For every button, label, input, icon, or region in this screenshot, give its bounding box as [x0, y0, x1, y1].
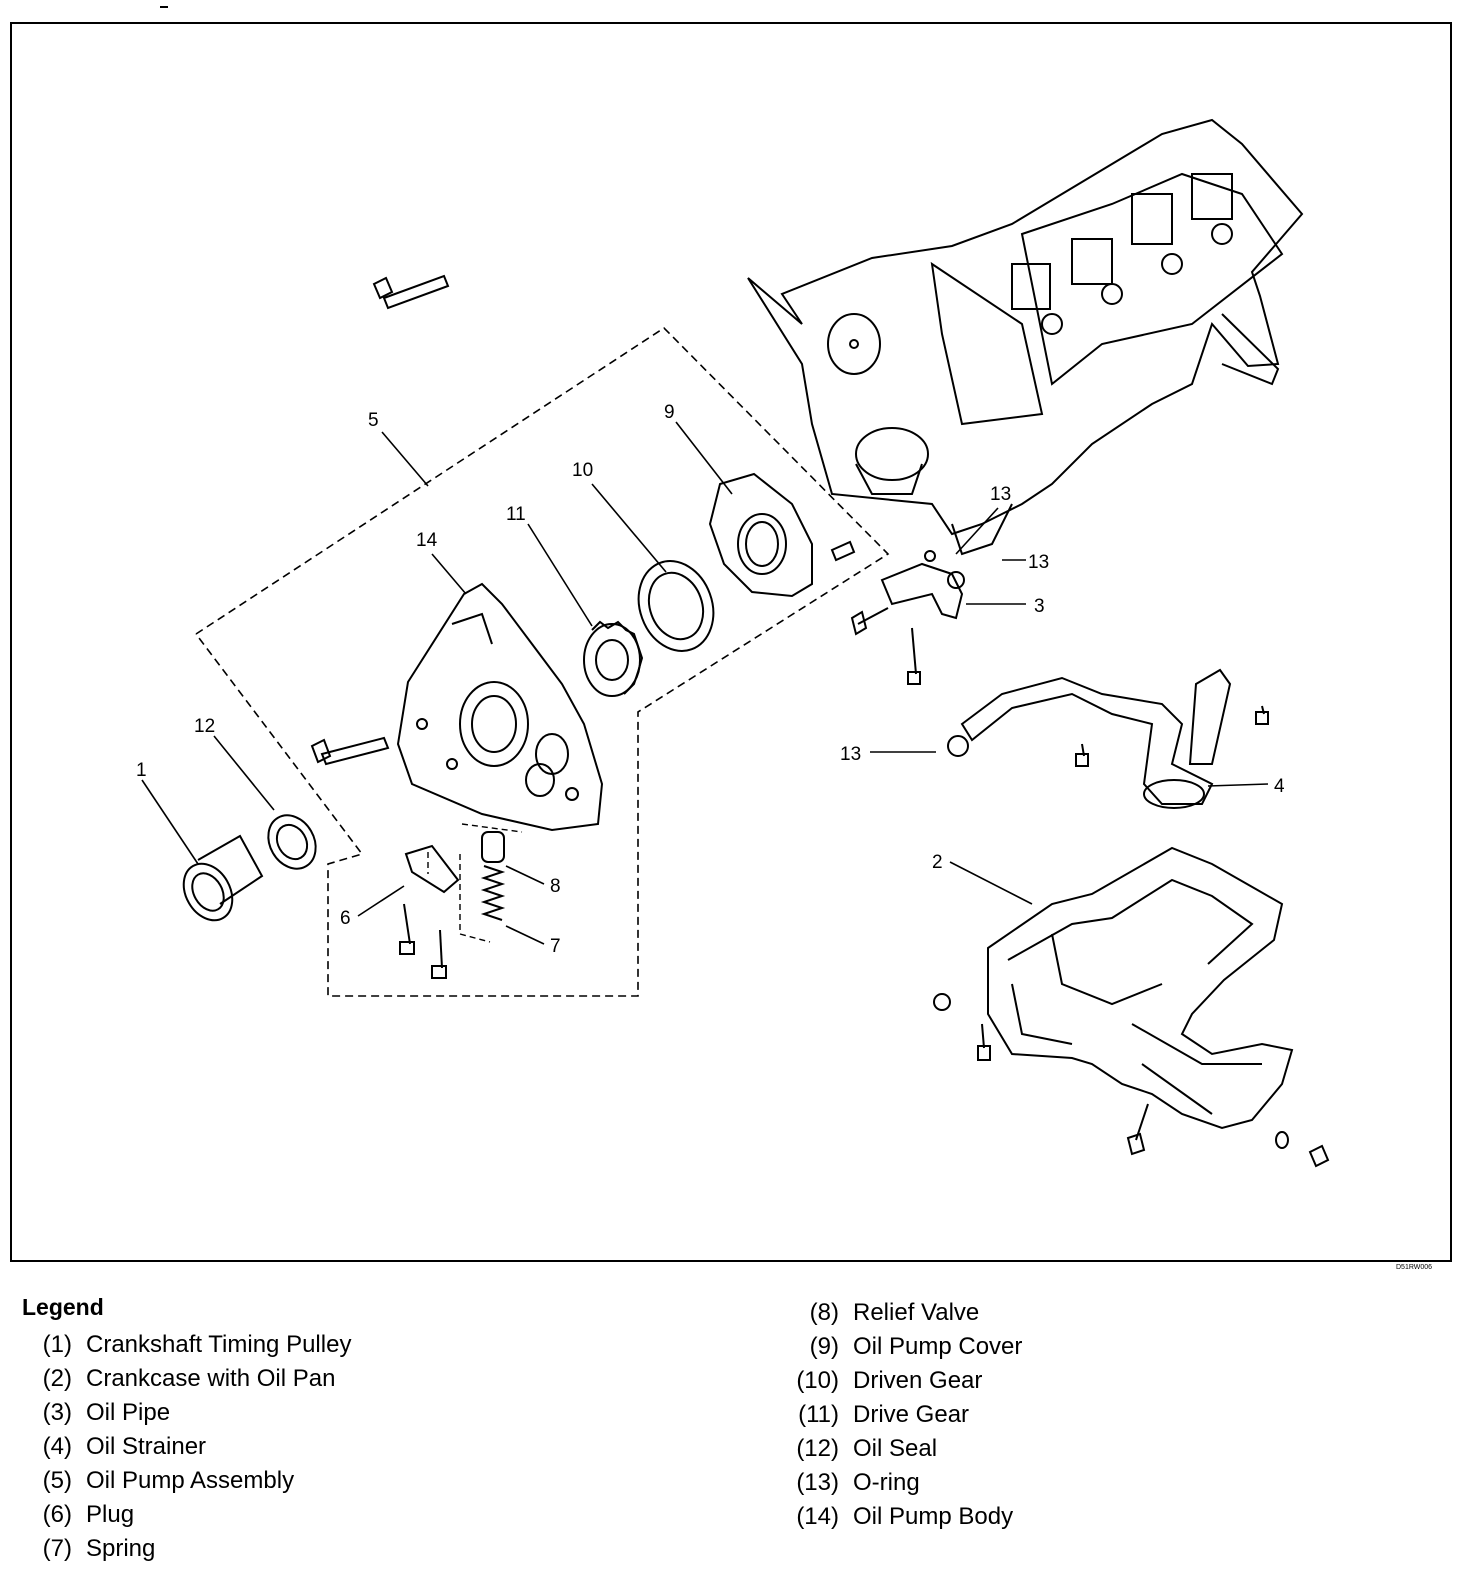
callout-labels: 1 12 5 14 11 10 9 13 13 3 13 4 2 8 7 6	[136, 402, 1285, 957]
legend-number: (1)	[42, 1331, 72, 1358]
legend-number: (8)	[809, 1299, 839, 1326]
legend-label: Driven Gear	[853, 1367, 983, 1394]
legend-label: Oil Pump Cover	[853, 1333, 1023, 1360]
legend-number: (5)	[42, 1467, 72, 1494]
legend-number: (4)	[42, 1433, 72, 1460]
legend-label: Oil Pump Assembly	[86, 1467, 295, 1494]
callout-12: 12	[194, 716, 215, 737]
relief-valve	[481, 831, 505, 863]
callout-3: 3	[1034, 596, 1045, 617]
legend-number: (2)	[42, 1365, 72, 1392]
legend-label: Plug	[86, 1501, 135, 1528]
exploded-view-diagram: 1 12 5 14 11 10 9 13 13 3 13 4 2 8 7 6	[10, 22, 1452, 1262]
legend-label: Relief Valve	[853, 1299, 980, 1326]
callout-6: 6	[340, 908, 351, 929]
oil-pump-cover	[708, 472, 813, 598]
legend-item: (12) Oil Seal	[785, 1432, 1022, 1466]
oil-strainer	[947, 668, 1269, 809]
legend-item: (14) Oil Pump Body	[785, 1500, 1022, 1534]
legend-number: (9)	[809, 1333, 839, 1360]
legend-item: (5) Oil Pump Assembly	[30, 1464, 351, 1498]
legend-label: O-ring	[853, 1469, 920, 1496]
top-mark	[160, 6, 168, 8]
legend-label: Crankcase with Oil Pan	[86, 1365, 336, 1392]
legend-number: (7)	[42, 1535, 72, 1562]
callout-9: 9	[664, 402, 675, 423]
legend-number: (11)	[798, 1401, 839, 1428]
assembly-boundary	[195, 326, 890, 997]
legend-item: (13) O-ring	[785, 1466, 1022, 1500]
legend-column-right: (8) Relief Valve (9) Oil Pump Cover (10) Dr…	[785, 1296, 1022, 1534]
legend-item: (8) Relief Valve	[785, 1296, 1022, 1330]
legend-label: Oil Pump Body	[853, 1503, 1014, 1530]
callout-14: 14	[416, 530, 438, 551]
legend-item: (9) Oil Pump Cover	[785, 1330, 1023, 1364]
legend-label: Drive Gear	[853, 1401, 970, 1428]
pump-bolts	[310, 274, 450, 766]
callout-7: 7	[550, 936, 561, 957]
legend-number: (13)	[796, 1469, 839, 1496]
oil-seal	[267, 814, 317, 870]
callout-2: 2	[932, 852, 943, 873]
legend-label: Oil Strainer	[86, 1433, 207, 1460]
callout-13-left: 13	[840, 744, 861, 765]
legend-label: Oil Pipe	[86, 1399, 171, 1426]
drive-gear	[583, 620, 644, 697]
legend-item: (4) Oil Strainer	[30, 1430, 351, 1464]
callout-1: 1	[136, 760, 147, 781]
callout-4: 4	[1274, 776, 1285, 797]
figure-code: D51RW006	[1396, 1264, 1433, 1271]
legend-item: (10) Driven Gear	[785, 1364, 1022, 1398]
cover-bolt	[830, 540, 856, 562]
legend-number: (12)	[796, 1435, 839, 1462]
legend-item: (6) Plug	[30, 1498, 351, 1532]
legend-item: (11) Drive Gear	[785, 1398, 1022, 1432]
plug-part	[399, 844, 460, 979]
callout-8: 8	[550, 876, 561, 897]
legend-item: (1) Crankshaft Timing Pulley	[30, 1328, 352, 1362]
callout-5: 5	[368, 410, 379, 431]
legend-number: (10)	[796, 1367, 839, 1394]
oil-pipe	[850, 550, 965, 685]
oil-pump-body	[396, 582, 604, 832]
driven-gear	[637, 560, 715, 652]
legend-label: Spring	[86, 1535, 156, 1562]
callout-11: 11	[506, 504, 526, 525]
legend-label: Oil Seal	[853, 1435, 938, 1462]
spring	[480, 865, 506, 921]
legend-number: (6)	[42, 1501, 72, 1528]
legend-label: Crankshaft Timing Pulley	[86, 1331, 352, 1358]
legend-title: Legend	[22, 1294, 104, 1320]
callout-13-mid: 13	[1028, 552, 1049, 573]
legend-number: (14)	[796, 1503, 839, 1530]
callout-13-top: 13	[990, 484, 1011, 505]
legend-item: (2) Crankcase with Oil Pan	[30, 1362, 351, 1396]
engine-block	[747, 118, 1304, 556]
crankcase-oil-pan	[933, 846, 1330, 1168]
leader-lines	[141, 421, 1269, 945]
legend-column-left: (1) Crankshaft Timing Pulley (2) Crankcase…	[30, 1296, 352, 1566]
legend-item: (7) Spring	[30, 1532, 351, 1566]
callout-10: 10	[572, 460, 593, 481]
valve-dash	[427, 823, 523, 943]
crankshaft-timing-pulley	[182, 834, 264, 922]
legend-item: (3) Oil Pipe	[30, 1396, 351, 1430]
legend-number: (3)	[42, 1399, 72, 1426]
